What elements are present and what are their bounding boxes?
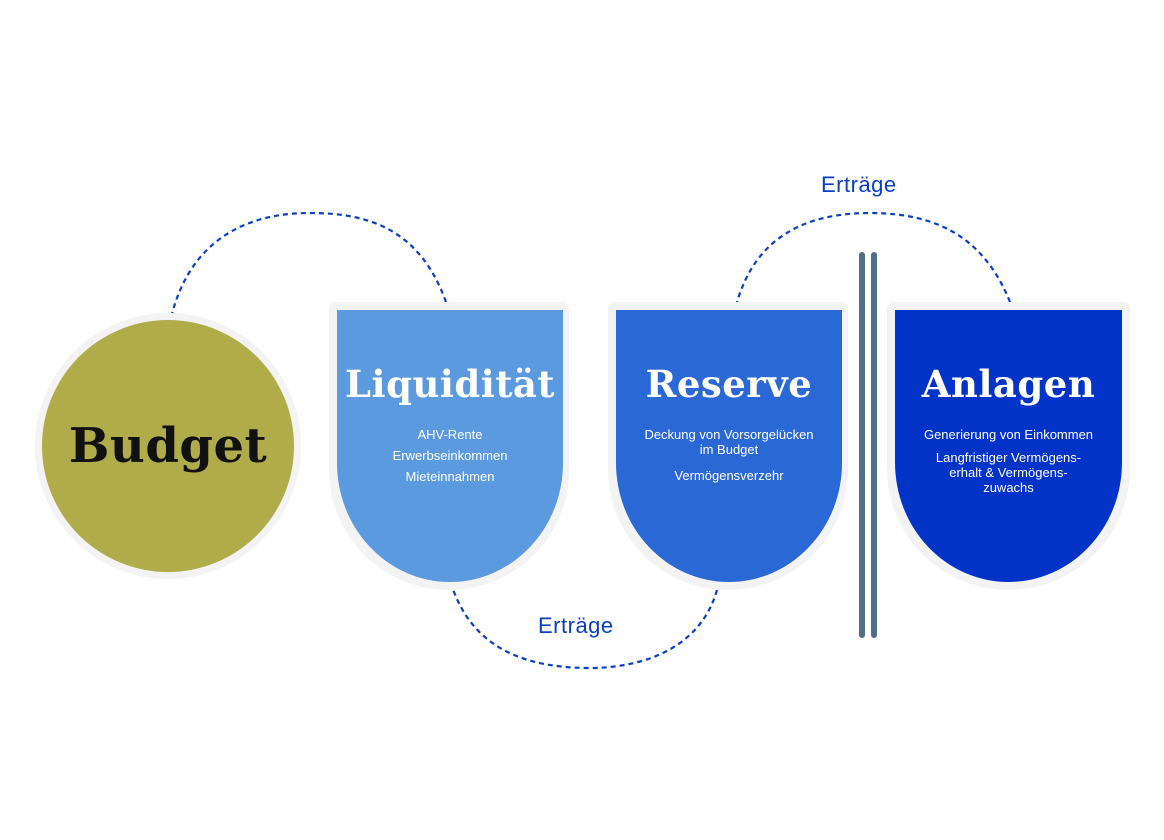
divider-line-left	[859, 252, 865, 638]
anlagen-line: Langfristiger Vermögens-	[935, 450, 1082, 465]
divider-line-right	[871, 252, 877, 638]
reserve-line: Deckung von Vorsorgelücken	[644, 427, 814, 442]
arrow-anlagen-to-reserve	[718, 211, 1012, 369]
reserve-node: Reserve Deckung von Vorsorgelücken im Bu…	[616, 310, 842, 582]
liquiditaet-title: Liquidität	[345, 362, 555, 406]
reserve-line: Vermögensverzehr	[674, 468, 784, 483]
liquiditaet-line: Erwerbseinkommen	[392, 448, 508, 463]
anlagen-line: Generierung von Einkommen	[923, 427, 1094, 442]
anlagen-line: zuwachs	[983, 480, 1034, 495]
liquiditaet-lines: AHV-Rente Erwerbseinkommen Mieteinnahmen	[393, 424, 508, 487]
liquiditaet-line: AHV-Rente	[417, 427, 483, 442]
anlagen-node: Anlagen Generierung von Einkommen Langfr…	[895, 310, 1122, 582]
ertrage-label-bottom: Erträge	[538, 613, 614, 638]
arrow-liquiditaet-to-budget	[154, 211, 448, 369]
reserve-lines: Deckung von Vorsorgelücken im Budget Ver…	[644, 424, 813, 486]
reserve-title: Reserve	[645, 362, 813, 406]
budget-title: Budget	[68, 418, 268, 474]
arrow-reserve-to-liquiditaet	[431, 513, 719, 670]
anlagen-line: erhalt & Vermögens-	[949, 465, 1068, 480]
anlagen-title: Anlagen	[921, 362, 1096, 406]
anlagen-lines: Generierung von Einkommen Langfristiger …	[924, 424, 1093, 495]
liquiditaet-node: Liquidität AHV-Rente Erwerbseinkommen Mi…	[337, 310, 563, 582]
liquiditaet-line: Mieteinnahmen	[405, 469, 495, 484]
budget-node: Budget	[42, 320, 294, 572]
ertrage-label-top: Erträge	[821, 172, 897, 197]
reserve-line: im Budget	[699, 442, 759, 457]
